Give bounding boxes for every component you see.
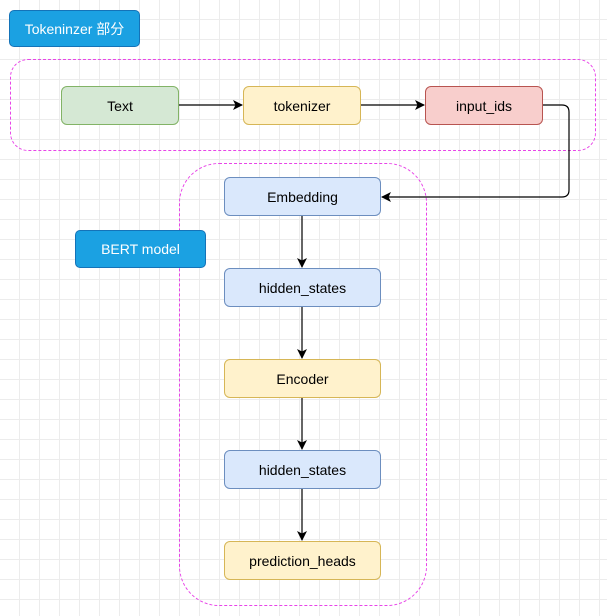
node-encoder[interactable]: Encoder: [224, 359, 381, 398]
tokenizer-group-label: Tokeninzer 部分: [9, 10, 140, 47]
node-prediction-heads[interactable]: prediction_heads: [224, 541, 381, 580]
node-input-ids[interactable]: input_ids: [425, 86, 543, 125]
node-hidden-states-2[interactable]: hidden_states: [224, 450, 381, 489]
node-hidden-states-1[interactable]: hidden_states: [224, 268, 381, 307]
bert-model-group-label: BERT model: [75, 230, 206, 268]
node-embedding[interactable]: Embedding: [224, 177, 381, 216]
bert-model-group-container: [179, 163, 427, 606]
node-tokenizer[interactable]: tokenizer: [243, 86, 361, 125]
tokenizer-group-container: [10, 59, 596, 151]
node-text[interactable]: Text: [61, 86, 179, 125]
edge-input-ids-to-embedding: [381, 104, 570, 202]
